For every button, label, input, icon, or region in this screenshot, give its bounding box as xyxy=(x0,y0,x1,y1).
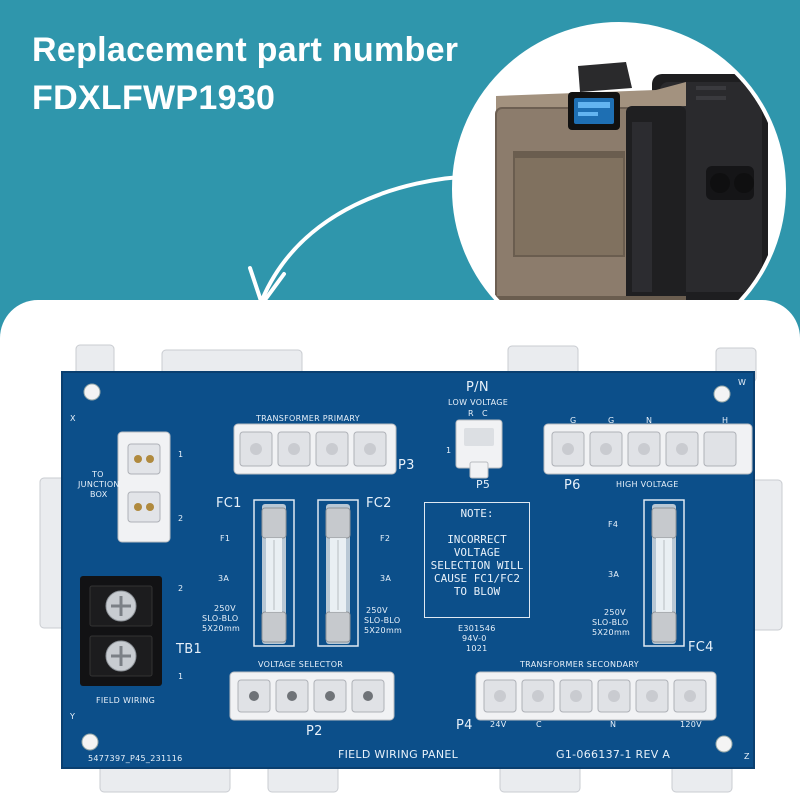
fc2-spec-type: SLO-BLO xyxy=(364,616,401,625)
fc1-amp-label: 3A xyxy=(218,574,230,583)
p4-120v: 120V xyxy=(680,720,702,729)
transformer-primary-label: TRANSFORMER PRIMARY xyxy=(256,414,360,423)
junction-pin-2: 2 xyxy=(178,514,184,523)
p6-pin-n: N xyxy=(646,416,653,425)
p4-n: N xyxy=(610,720,617,729)
pn-label: P/N xyxy=(466,380,489,395)
p5-pin-1: 1 xyxy=(446,446,452,455)
voltage-warning-note: NOTE: INCORRECT VOLTAGE SELECTION WILL C… xyxy=(424,502,530,618)
heater-inset-circle xyxy=(452,22,786,356)
board-serial: 5477397_P45_231116 xyxy=(88,754,183,763)
fc1-label: FC1 xyxy=(216,496,242,511)
tb1-pin-2: 2 xyxy=(178,584,184,593)
p6-pin-g1: G xyxy=(570,416,577,425)
fc1-spec-voltage: 250V xyxy=(214,604,236,613)
fc4-label: FC4 xyxy=(688,640,714,655)
board-footer-title: FIELD WIRING PANEL xyxy=(338,748,459,761)
p4-24v: 24V xyxy=(490,720,507,729)
cert-ul: E301546 xyxy=(458,624,496,633)
fc4-spec-voltage: 250V xyxy=(604,608,626,617)
low-voltage-pin-r: R xyxy=(468,409,474,418)
junction-label-box: BOX xyxy=(90,490,108,499)
junction-label-junction: JUNCTION xyxy=(78,480,120,489)
p6-label: P6 xyxy=(564,478,581,493)
f1-label: F1 xyxy=(220,534,231,543)
tb1-label: TB1 xyxy=(176,642,203,657)
voltage-selector-label: VOLTAGE SELECTOR xyxy=(258,660,344,669)
low-voltage-label: LOW VOLTAGE xyxy=(448,398,509,407)
transformer-secondary-label: TRANSFORMER SECONDARY xyxy=(520,660,639,669)
corner-x: X xyxy=(70,414,76,423)
high-voltage-label: HIGH VOLTAGE xyxy=(616,480,679,489)
f2-label: F2 xyxy=(380,534,391,543)
headline-line-1: Replacement part number xyxy=(32,31,459,69)
fc2-amp-label: 3A xyxy=(380,574,392,583)
f4-label: F4 xyxy=(608,520,619,529)
low-voltage-pin-c: C xyxy=(482,409,488,418)
fc4-amp-label: 3A xyxy=(608,570,620,579)
corner-y: Y xyxy=(70,712,76,721)
headline: Replacement part number FDXLFWP1930 xyxy=(32,26,458,122)
junction-label-to: TO xyxy=(92,470,104,479)
field-wiring-label: FIELD WIRING xyxy=(96,696,156,705)
p4-label: P4 xyxy=(456,718,473,733)
p3-label: P3 xyxy=(398,458,415,473)
fc2-label: FC2 xyxy=(366,496,392,511)
p2-label: P2 xyxy=(306,724,323,739)
cert-flammability: 94V-0 xyxy=(462,634,487,643)
fc1-spec-type: SLO-BLO xyxy=(202,614,239,623)
fc1-spec-size: 5X20mm xyxy=(202,624,241,633)
corner-z: Z xyxy=(744,752,750,761)
note-body: INCORRECT VOLTAGE SELECTION WILL CAUSE F… xyxy=(430,533,524,598)
fc2-spec-voltage: 250V xyxy=(366,606,388,615)
p6-pin-g2: G xyxy=(608,416,615,425)
p6-pin-h: H xyxy=(722,416,729,425)
cert-date: 1021 xyxy=(466,644,488,653)
board-revision: G1-066137-1 REV A xyxy=(556,748,671,761)
p5-label: P5 xyxy=(476,478,491,491)
fc4-spec-type: SLO-BLO xyxy=(592,618,629,627)
headline-line-2: FDXLFWP1930 xyxy=(32,79,276,117)
fc2-spec-size: 5X20mm xyxy=(364,626,403,635)
pool-heater-image xyxy=(495,62,768,316)
p4-c: C xyxy=(536,720,542,729)
corner-w: W xyxy=(738,378,747,387)
tb1-pin-1: 1 xyxy=(178,672,184,681)
fc4-spec-size: 5X20mm xyxy=(592,628,631,637)
note-title: NOTE: xyxy=(460,507,494,520)
junction-pin-1: 1 xyxy=(178,450,184,459)
